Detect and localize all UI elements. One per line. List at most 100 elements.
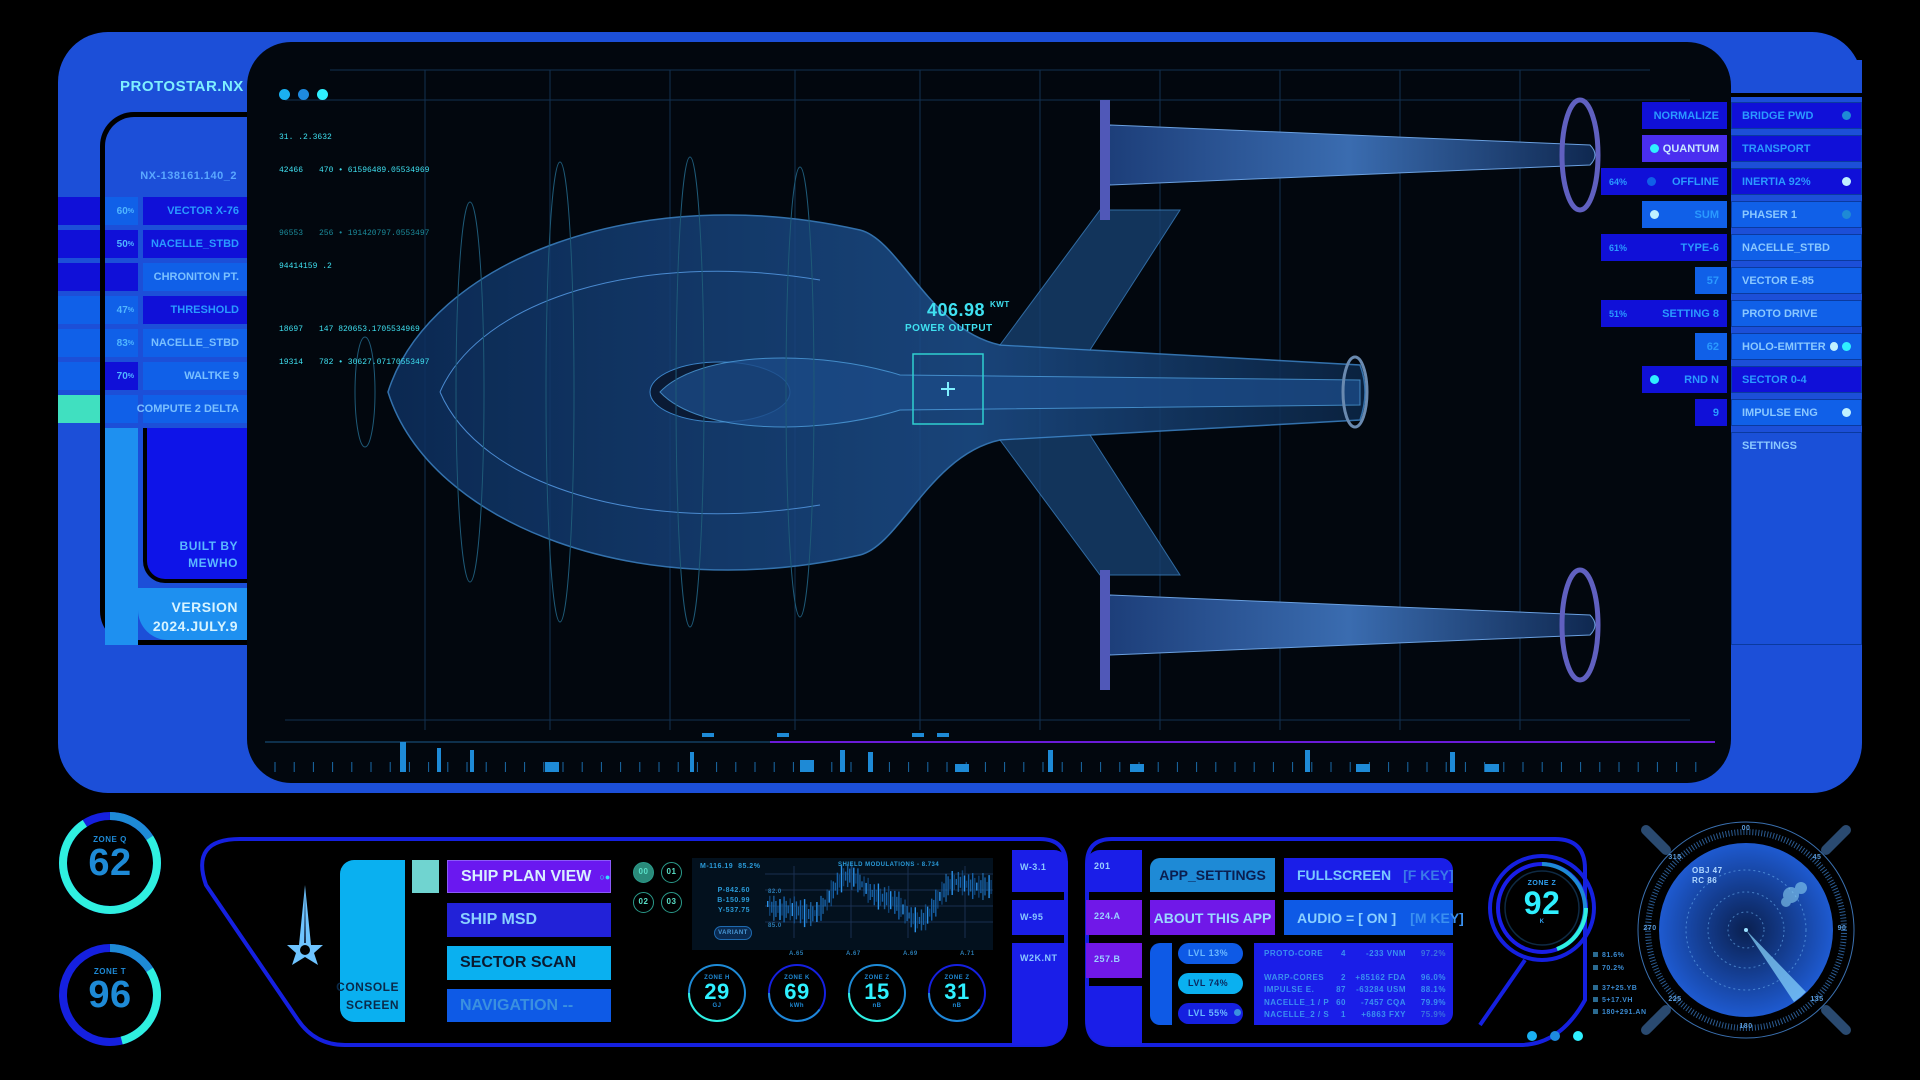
shield-bar: [986, 881, 988, 891]
shield-bar: [945, 873, 947, 902]
shield-bar: [931, 898, 933, 921]
shield-bar: [867, 877, 869, 903]
about-app-button[interactable]: ABOUT THIS APP: [1150, 900, 1275, 935]
right-menu-item[interactable]: VECTOR E-85: [1731, 267, 1862, 294]
radar-blip-cluster: [1781, 882, 1807, 907]
zone-name: ZONE Q: [93, 835, 127, 844]
w-column-cell[interactable]: W2K.NT: [1012, 943, 1068, 1045]
shield-bar: [873, 884, 875, 906]
view-selector-01[interactable]: 01: [661, 862, 682, 883]
shield-bar: [982, 873, 984, 901]
left-menu-item[interactable]: NACELLE_STBD: [143, 329, 247, 357]
radar-bearing: 45: [1812, 854, 1822, 861]
right-menu-cap: [1731, 60, 1862, 97]
status-dots: [279, 89, 328, 100]
left-menu-item[interactable]: THRESHOLD: [143, 296, 247, 324]
view-selector-03[interactable]: 03: [661, 892, 682, 913]
shield-bar: [842, 868, 845, 887]
zone-z: ZONE Z 92 K: [1502, 880, 1582, 925]
left-menu-item[interactable]: VECTOR X-76: [143, 197, 247, 225]
view-selector-00[interactable]: 00: [633, 862, 654, 883]
row-percent: [105, 395, 138, 423]
right-menu-item[interactable]: IMPULSE ENG: [1731, 399, 1862, 426]
level-pill[interactable]: LVL 13%: [1178, 943, 1243, 964]
shield-bar: [791, 903, 793, 917]
right-menu-item[interactable]: HOLO-EMITTER: [1731, 333, 1862, 360]
page-dot[interactable]: [1527, 1031, 1537, 1041]
right-menu-item[interactable]: TRANSPORT: [1731, 135, 1862, 162]
power-value: 406.98: [927, 300, 986, 320]
shield-bar: [799, 900, 802, 924]
left-menu-item[interactable]: COMPUTE 2 DELTA: [137, 395, 247, 423]
right-menu-label: IMPULSE ENG: [1742, 406, 1818, 419]
right-menu-item[interactable]: SECTOR 0-4: [1731, 366, 1862, 393]
timeline-event: [1130, 764, 1144, 772]
shield-bar: [916, 912, 919, 929]
console-screen-button[interactable]: CONSOLE SCREEN: [336, 860, 405, 1022]
left-menu-item[interactable]: CHRONITON PT.: [143, 263, 247, 291]
row-indicator: [58, 362, 100, 390]
right-secondary-item[interactable]: 62: [1695, 333, 1727, 360]
right-menu-label: TRANSPORT: [1742, 142, 1811, 155]
n-column-cell[interactable]: 257.B: [1086, 943, 1142, 978]
n-column-cell[interactable]: 224.A: [1086, 900, 1142, 935]
fullscreen-button[interactable]: FULLSCREEN[F KEY]: [1284, 858, 1454, 892]
nav-navigation[interactable]: NAVIGATION --: [447, 989, 611, 1022]
right-menu-item[interactable]: PROTO DRIVE: [1731, 300, 1862, 327]
power-unit: KWT: [990, 300, 1010, 309]
right-menu-item[interactable]: SETTINGS: [1731, 432, 1862, 645]
status-indicator-icon: [1842, 177, 1851, 186]
right-menu-item[interactable]: BRIDGE PWD: [1731, 102, 1862, 129]
variant-button[interactable]: VARIANT: [714, 926, 752, 940]
n-column-cell[interactable]: 201: [1086, 850, 1142, 892]
shield-bar: [881, 893, 884, 902]
nav-ship-plan-view[interactable]: SHIP PLAN VIEW○●: [447, 860, 611, 893]
level-pill[interactable]: LVL 74%: [1178, 973, 1243, 994]
shield-bar: [861, 881, 863, 888]
shield-bar: [959, 876, 962, 888]
right-secondary-item[interactable]: 51%SETTING 8: [1601, 300, 1727, 327]
right-secondary-item[interactable]: NORMALIZE: [1642, 102, 1727, 129]
right-menu-item[interactable]: INERTIA 92%: [1731, 168, 1862, 195]
timeline-event: [470, 750, 474, 772]
w-column-cell[interactable]: W-3.1: [1012, 850, 1068, 892]
right-secondary-item[interactable]: QUANTUM: [1642, 135, 1727, 162]
left-menu-item[interactable]: NACELLE_STBD: [143, 230, 247, 258]
shield-y-tick: 85.0: [768, 923, 782, 929]
w-column-cell[interactable]: W-95: [1012, 900, 1068, 935]
right-menu-label: BRIDGE PWD: [1742, 109, 1814, 122]
shield-bar: [943, 883, 945, 898]
shield-title: SHIELD MODULATIONS - 8.734: [838, 862, 940, 868]
app-settings-button[interactable]: APP_SETTINGS: [1150, 858, 1275, 892]
view-selector-02[interactable]: 02: [633, 892, 654, 913]
left-menu-label: NACELLE_STBD: [150, 238, 239, 250]
nav-ship-msd[interactable]: SHIP MSD: [447, 903, 611, 937]
right-secondary-item[interactable]: 57: [1695, 267, 1727, 294]
legend-swatch: [1593, 952, 1598, 957]
right-secondary-item[interactable]: 64%OFFLINE: [1601, 168, 1727, 195]
left-menu-item[interactable]: WALTKE 9: [143, 362, 247, 390]
page-dot[interactable]: [1573, 1031, 1583, 1041]
readout-line: 256 • 191420797.0553497: [319, 229, 430, 238]
status-dot: [279, 89, 290, 100]
legend-label: 180+291.AN: [1602, 1009, 1647, 1016]
readout-line: 147 820653.1705534969: [319, 325, 420, 334]
shield-x-tick: A.67: [846, 951, 861, 957]
right-menu-item[interactable]: NACELLE_STBD: [1731, 234, 1862, 261]
right-secondary-item[interactable]: 61%TYPE-6: [1601, 234, 1727, 261]
right-secondary-item[interactable]: 9: [1695, 399, 1727, 426]
right-secondary-item[interactable]: RND N: [1642, 366, 1727, 393]
shield-bar: [818, 904, 820, 916]
core-cell: 60: [1336, 997, 1346, 1007]
core-cell: IMPULSE E.: [1264, 985, 1315, 994]
right-menu-item[interactable]: PHASER 1: [1731, 201, 1862, 228]
nav-sector-scan[interactable]: SECTOR SCAN: [447, 946, 611, 980]
right-secondary-item[interactable]: SUM: [1642, 201, 1727, 228]
audio-toggle-button[interactable]: AUDIO = [ ON ][M KEY]: [1284, 900, 1464, 935]
zone-z-unit: K: [1539, 919, 1545, 925]
core-cell: +6863 FXY: [1361, 1010, 1406, 1019]
level-pill[interactable]: LVL 55%: [1178, 1003, 1243, 1024]
page-dot[interactable]: [1550, 1031, 1560, 1041]
